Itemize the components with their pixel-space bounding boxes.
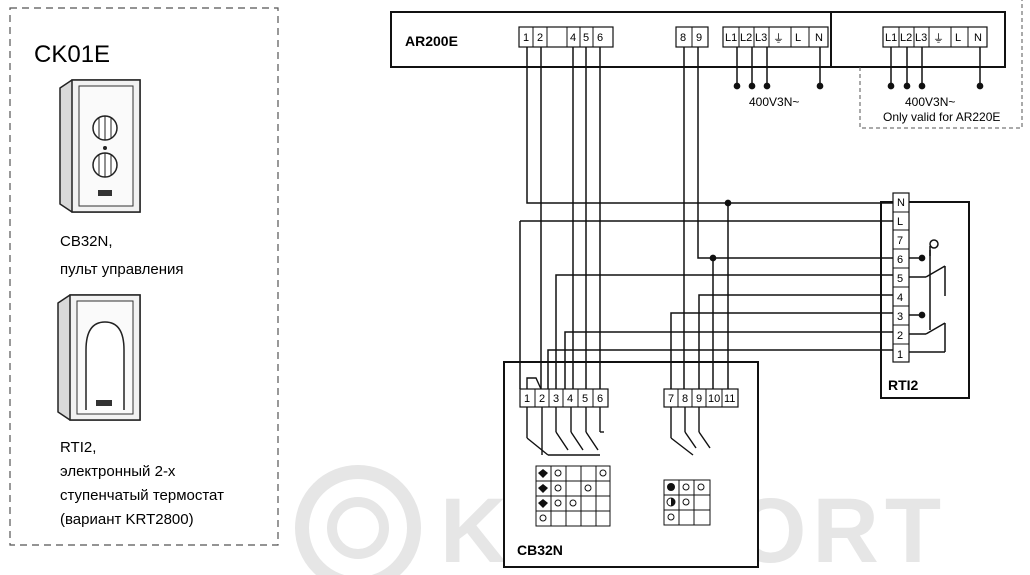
ar200e-terminal-5: 5 [583, 32, 589, 44]
rti2-label: RTI2 [888, 377, 919, 393]
ar200e-terminal-8: 8 [680, 32, 686, 44]
rti2-caption-line4: (вариант KRT2800) [60, 511, 194, 528]
full-heat-icon [667, 483, 675, 491]
ar200e-label: AR200E [405, 33, 458, 49]
ar200e-terminal-4: 4 [570, 32, 576, 44]
rti2-unit: N L 7 6 5 4 3 2 1 RTI2 [880, 192, 970, 399]
ar220e-terminal-L3: L3 [915, 32, 927, 44]
ar200e-terminal-1: 1 [523, 32, 529, 44]
rti2-caption-line2: электронный 2-х [60, 463, 176, 480]
cb32n-terminal-4: 4 [567, 393, 573, 405]
ar200e-terminal-block-b: 8 9 [675, 26, 709, 48]
rti2-terminal-7: 7 [897, 235, 903, 247]
ar200e-terminal-6: 6 [597, 32, 603, 44]
cb32n-terminal-5: 5 [582, 393, 588, 405]
rti2-terminal-6: 6 [897, 254, 903, 266]
ar200e-terminal-L3: L3 [755, 32, 767, 44]
cb32n-unit: CB32N 1 2 3 4 5 6 7 8 9 10 11 [503, 361, 759, 568]
ar200e-supply-wires [733, 47, 824, 90]
kit-panel: CK01E CB32N, пульт управления RTI2, элек… [9, 7, 279, 546]
cb32n-terminal-9: 9 [696, 393, 702, 405]
cb32n-fan-speed-matrix [535, 465, 611, 527]
cb32n-terminal-2: 2 [539, 393, 545, 405]
cb32n-terminal-8: 8 [682, 393, 688, 405]
ar200e-terminal-earth: ⏚ [773, 32, 784, 45]
ar200e-unit: AR200E 1 2 4 5 6 8 9 [390, 11, 832, 109]
rti2-caption-line1: RTI2, [60, 439, 96, 456]
rti2-terminal-N: N [897, 197, 905, 209]
cb32n-terminal-block-right: 7 8 9 10 11 [663, 388, 739, 408]
ar220e-terminal-earth: ⏚ [933, 32, 944, 45]
rti2-terminal-4: 4 [897, 292, 903, 304]
cb32n-caption-line2: пульт управления [60, 261, 184, 278]
cb32n-terminal-11: 11 [724, 393, 735, 405]
ar220e-terminal-L1: L1 [885, 32, 897, 44]
cb32n-heat-mode-matrix [663, 479, 711, 526]
ar220e-supply-label: 400V3N~ [905, 95, 955, 109]
rti2-device-image [57, 294, 141, 421]
cb32n-terminal-7: 7 [668, 393, 674, 405]
rti2-terminal-L: L [897, 216, 903, 228]
half-heat-icon [666, 497, 676, 507]
ar200e-terminal-block-a: 1 2 4 5 6 [518, 26, 614, 48]
cb32n-internal-switches [526, 377, 711, 456]
cb32n-terminal-6: 6 [597, 393, 603, 405]
interconnect-wires [519, 47, 893, 389]
ar200e-power-terminals: L1 L2 L3 ⏚ L N [722, 26, 829, 48]
ar200e-terminal-L1: L1 [725, 32, 737, 44]
ar200e-terminal-9: 9 [696, 32, 702, 44]
ar200e-supply-label: 400V3N~ [749, 95, 799, 109]
ar220e-power-terminals: L1 L2 L3 ⏚ L N [882, 26, 988, 48]
rti2-terminal-5: 5 [897, 273, 903, 285]
ar220e-unit: L1 L2 L3 ⏚ L N 400V3N~ Only valid for AR… [830, 0, 1023, 129]
cb32n-device-image [59, 79, 141, 213]
rti2-caption-line3: ступенчатый термостат [60, 487, 224, 504]
ar220e-supply-wires [887, 47, 984, 90]
fan-icon [538, 469, 548, 508]
rti2-terminal-3: 3 [897, 311, 903, 323]
cb32n-caption-line1: CB32N, [60, 233, 113, 250]
ar200e-terminal-L2: L2 [740, 32, 752, 44]
ar200e-terminal-2: 2 [537, 32, 543, 44]
cb32n-terminal-block-left: 1 2 3 4 5 6 [519, 388, 609, 408]
rti2-internal-contacts [909, 239, 946, 353]
ar220e-note: Only valid for AR220E [883, 110, 1000, 124]
ar200e-terminal-L: L [795, 32, 801, 44]
ar200e-terminal-N: N [815, 32, 823, 44]
ar220e-terminal-N: N [974, 32, 982, 44]
rti2-terminal-2: 2 [897, 330, 903, 342]
ar220e-terminal-L: L [955, 32, 961, 44]
cb32n-terminal-10: 10 [708, 393, 720, 405]
kit-title: CK01E [34, 41, 110, 68]
cb32n-terminal-1: 1 [524, 393, 530, 405]
rti2-terminal-1: 1 [897, 349, 903, 361]
cb32n-terminal-3: 3 [553, 393, 559, 405]
cb32n-label: CB32N [517, 542, 563, 558]
ar220e-terminal-L2: L2 [900, 32, 912, 44]
